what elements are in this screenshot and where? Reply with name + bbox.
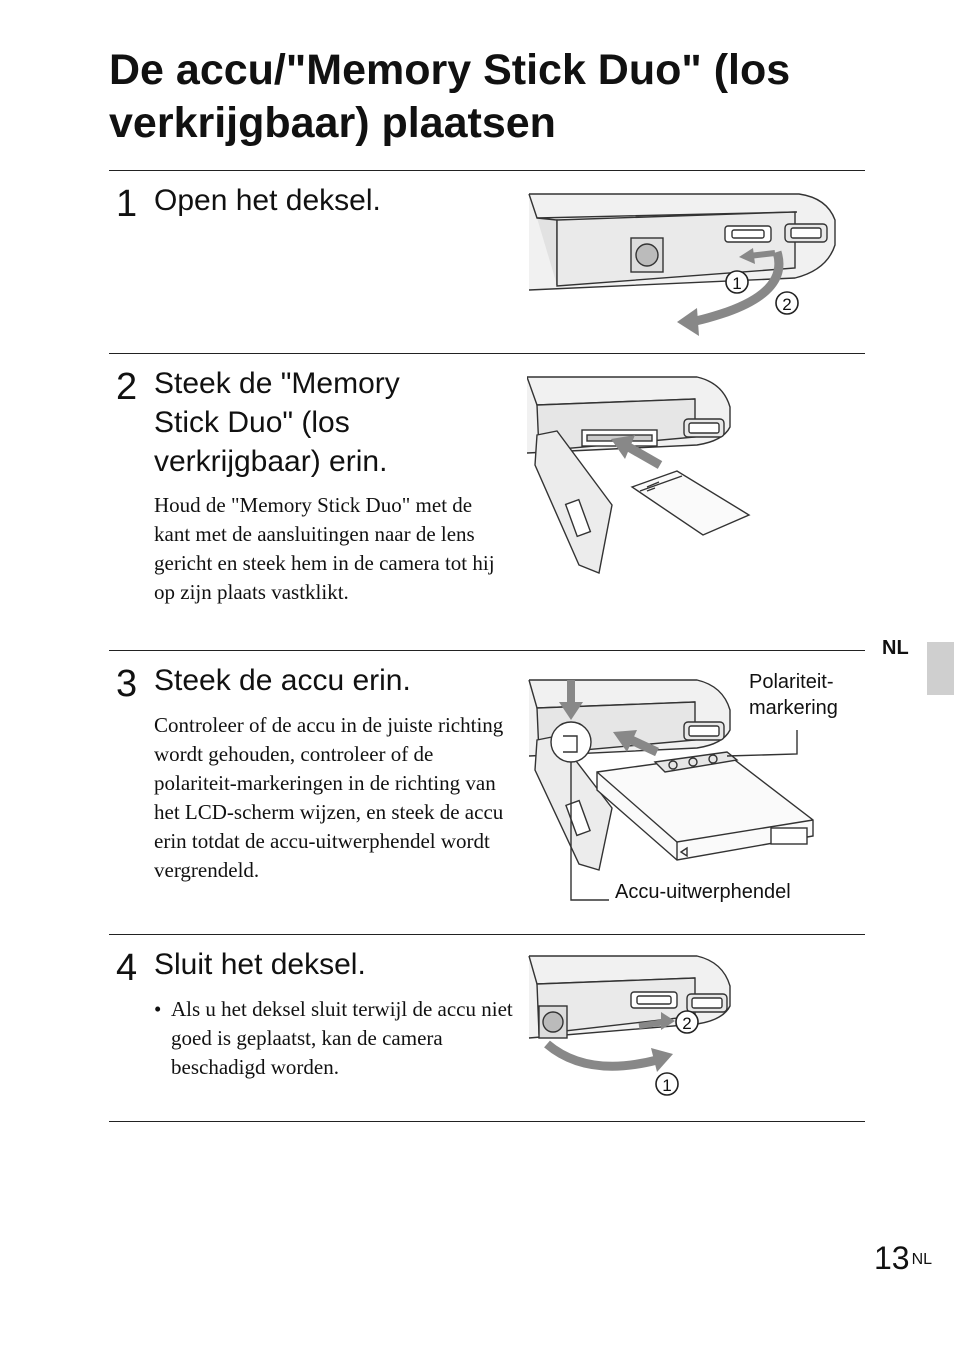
polarity-label-line1: Polariteit- [749, 671, 834, 693]
step-2-heading: Steek de "Memory Stick Duo" (los verkrij… [154, 367, 400, 478]
polarity-marking-label: Polariteit- markering [749, 669, 838, 721]
insert-battery-illustration [528, 679, 814, 901]
divider [109, 170, 865, 171]
step-3-number: 3 [116, 663, 138, 705]
marker-2: 2 [782, 295, 791, 314]
page-number-value: 13 [874, 1240, 910, 1276]
open-cover-illustration: 1 2 [528, 193, 836, 336]
bullet-dot: • [154, 997, 162, 1021]
page-title: De accu/"Memory Stick Duo" (los verkrijg… [109, 46, 791, 147]
language-tab [927, 642, 954, 695]
step-4-heading: Sluit het deksel. [154, 948, 366, 981]
divider [109, 934, 865, 935]
step-3-body: Controleer of de accu in de juiste richt… [154, 713, 504, 882]
step-2-body: Houd de "Memory Stick Duo" met de kant m… [154, 493, 495, 604]
polarity-label-line2: markering [749, 697, 838, 719]
marker-1: 1 [732, 274, 741, 293]
step-3-heading: Steek de accu erin. [154, 664, 411, 697]
step-2-number: 2 [116, 366, 138, 408]
step-4-number: 4 [116, 947, 138, 989]
step-1-heading: Open het deksel. [154, 184, 381, 217]
step-4-bullet-text: Als u het deksel sluit terwijl de accu n… [171, 997, 513, 1079]
divider [109, 1121, 865, 1122]
step-1-number: 1 [116, 183, 138, 225]
step-4-bullet: • Als u het deksel sluit terwijl de accu… [154, 995, 514, 1082]
marker-2: 2 [682, 1014, 691, 1033]
marker-1: 1 [662, 1076, 671, 1095]
divider [109, 650, 865, 651]
language-label: NL [882, 637, 909, 659]
close-cover-illustration: 2 1 [528, 955, 731, 1096]
page-number-suffix: NL [911, 1251, 933, 1268]
battery-eject-lever-label: Accu-uitwerphendel [615, 881, 791, 903]
divider [109, 353, 865, 354]
insert-memory-stick-illustration [527, 376, 751, 574]
